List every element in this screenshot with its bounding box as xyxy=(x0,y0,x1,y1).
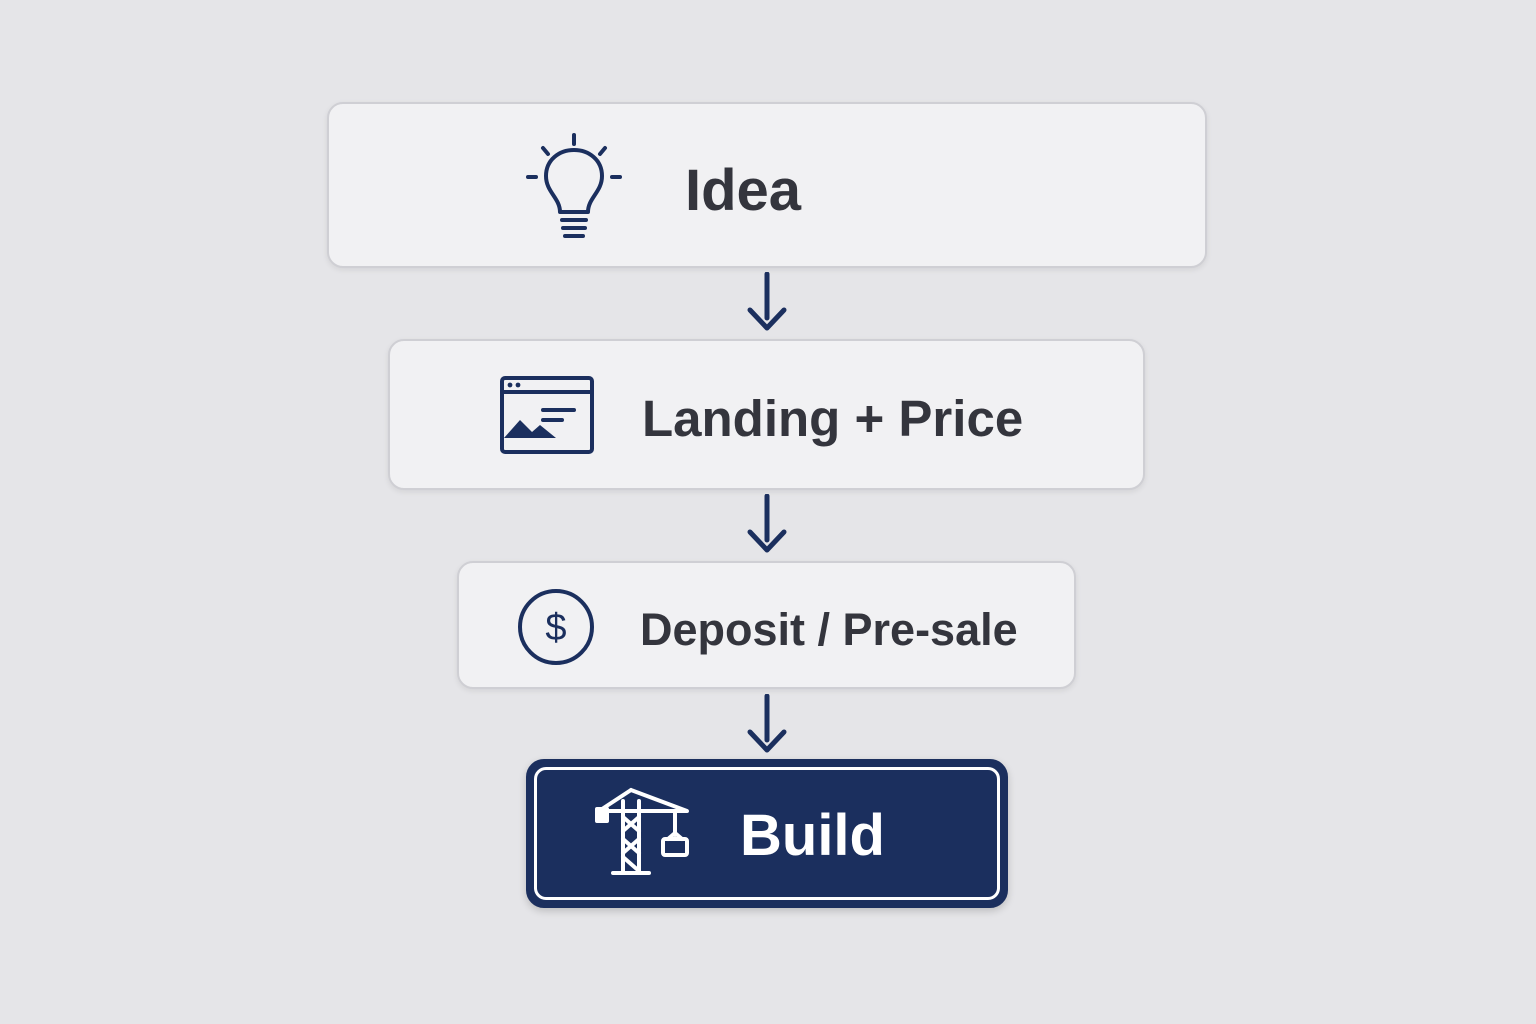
highlight-frame xyxy=(534,767,1000,900)
step-deposit-box: $ Deposit / Pre-sale xyxy=(457,561,1076,689)
step-build-box: Build xyxy=(526,759,1008,908)
step-label: Landing + Price xyxy=(642,390,1024,447)
svg-text:$: $ xyxy=(545,607,566,649)
step-idea-box: Idea xyxy=(327,102,1207,268)
step-landing-box: Landing + Price xyxy=(388,339,1145,490)
step-label: Deposit / Pre-sale xyxy=(640,604,1018,655)
step-label: Idea xyxy=(685,158,802,223)
dollar-coin-icon: $ xyxy=(518,589,594,665)
lightbulb-icon xyxy=(526,133,622,238)
arrow-down-icon xyxy=(747,494,787,553)
arrow-down-icon xyxy=(747,272,787,331)
construction-crane-icon xyxy=(595,788,689,875)
webpage-icon xyxy=(500,376,594,454)
step-label: Build xyxy=(740,803,885,868)
arrow-down-icon xyxy=(747,694,787,753)
